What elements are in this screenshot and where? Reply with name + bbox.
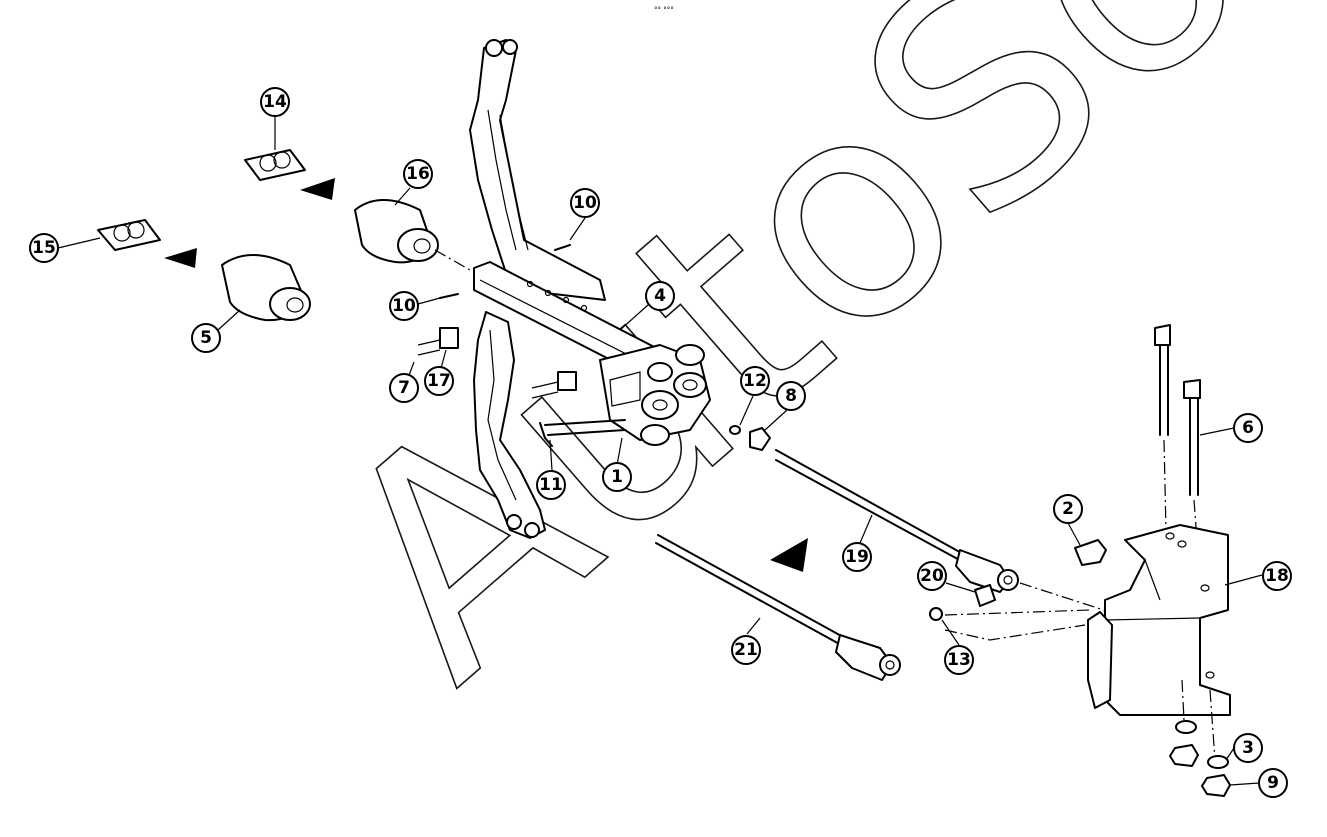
callout-1: 1 bbox=[602, 462, 632, 492]
callout-2: 2 bbox=[1053, 494, 1083, 524]
leader-lines bbox=[57, 117, 1263, 786]
callout-5: 5 bbox=[191, 323, 221, 353]
svg-text:6: 6 bbox=[1242, 418, 1254, 438]
svg-text:14: 14 bbox=[263, 92, 287, 112]
washer-3 bbox=[1207, 755, 1229, 769]
callout-4: 4 bbox=[645, 281, 675, 311]
svg-text:11: 11 bbox=[539, 475, 563, 495]
callout-13: 13 bbox=[944, 645, 974, 675]
svg-text:21: 21 bbox=[734, 640, 758, 660]
washer-12 bbox=[729, 425, 741, 435]
svg-text:1: 1 bbox=[611, 467, 623, 487]
cylinder-16 bbox=[354, 199, 471, 271]
ring-13 bbox=[929, 607, 943, 621]
pin-2 bbox=[1074, 539, 1107, 566]
callout-19: 19 bbox=[842, 542, 872, 572]
pin-10 bbox=[554, 244, 571, 251]
svg-text:15: 15 bbox=[32, 238, 56, 258]
washer-3 bbox=[1175, 720, 1197, 734]
callout-11: 11 bbox=[536, 470, 566, 500]
callout-12: 12 bbox=[740, 366, 770, 396]
nut-9 bbox=[1169, 744, 1199, 767]
tie-rod-19 bbox=[775, 449, 1019, 593]
svg-text:2: 2 bbox=[1062, 499, 1074, 519]
nut-8 bbox=[749, 427, 771, 451]
nut-9 bbox=[1201, 774, 1231, 797]
arrow-marker bbox=[770, 538, 808, 572]
callout-8: 8 bbox=[776, 381, 806, 411]
callout-15: 15 bbox=[29, 233, 59, 263]
svg-text:19: 19 bbox=[845, 547, 869, 567]
callout-20: 20 bbox=[917, 561, 947, 591]
callout-10: 10 bbox=[570, 188, 600, 218]
callout-6: 6 bbox=[1233, 413, 1263, 443]
bracket-clamp bbox=[417, 327, 577, 399]
callout-16: 16 bbox=[403, 159, 433, 189]
svg-text:9: 9 bbox=[1267, 773, 1279, 793]
cylinder-5 bbox=[221, 254, 311, 322]
svg-text:4: 4 bbox=[654, 286, 666, 306]
gasket-15 bbox=[97, 219, 161, 251]
callout-18: 18 bbox=[1262, 561, 1292, 591]
tie-rod-21 bbox=[655, 534, 901, 681]
callout-7: 7 bbox=[389, 373, 419, 403]
svg-text:20: 20 bbox=[920, 566, 944, 586]
pin-10 bbox=[439, 293, 459, 299]
svg-text:18: 18 bbox=[1265, 566, 1289, 586]
header-code: °° °°° bbox=[654, 6, 674, 14]
svg-text:10: 10 bbox=[573, 193, 597, 213]
callout-21: 21 bbox=[731, 635, 761, 665]
svg-text:13: 13 bbox=[947, 650, 971, 670]
bushing-20 bbox=[974, 584, 996, 607]
svg-text:8: 8 bbox=[785, 386, 797, 406]
svg-text:16: 16 bbox=[406, 164, 430, 184]
arrow-marker bbox=[164, 248, 197, 268]
callout-10: 10 bbox=[389, 291, 419, 321]
svg-text:5: 5 bbox=[200, 328, 212, 348]
gasket-14 bbox=[244, 149, 306, 181]
callout-3: 3 bbox=[1233, 733, 1263, 763]
svg-text:12: 12 bbox=[743, 371, 767, 391]
main-frame bbox=[469, 39, 661, 539]
callout-9: 9 bbox=[1258, 768, 1288, 798]
callout-14: 14 bbox=[260, 87, 290, 117]
callout-17: 17 bbox=[424, 366, 454, 396]
svg-text:7: 7 bbox=[398, 378, 410, 398]
svg-text:17: 17 bbox=[427, 371, 451, 391]
svg-text:3: 3 bbox=[1242, 738, 1254, 758]
linkage-assembly bbox=[599, 344, 711, 446]
arrow-marker bbox=[300, 178, 335, 200]
svg-text:10: 10 bbox=[392, 296, 416, 316]
mounting-bracket-18 bbox=[1087, 524, 1231, 761]
